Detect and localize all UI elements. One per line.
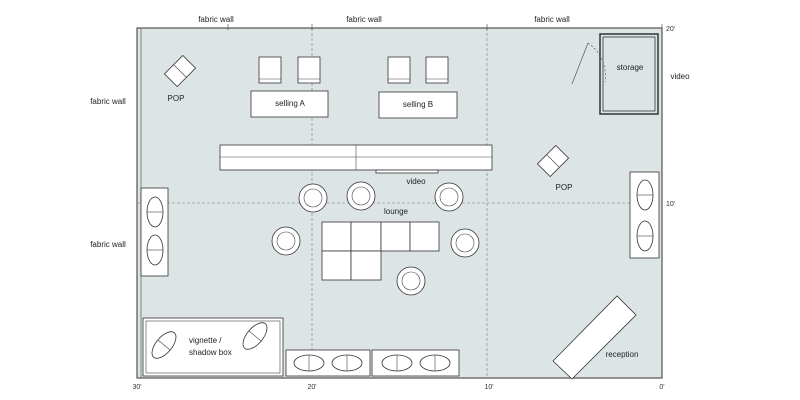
lounge-chair [298,183,328,213]
lounge-chair [396,266,426,296]
selling-b-station: selling B [378,56,458,119]
lounge-chair [434,182,464,212]
lounge-label: lounge [384,207,409,216]
pop-display-2 [536,144,570,178]
scale-bottom-0: 0' [659,384,664,391]
lounge-sofa [321,221,440,281]
selling-a-label: selling A [275,99,305,108]
reception-desk: reception [552,295,639,380]
selling-b-label: selling B [403,100,433,109]
video-label-right: video [670,72,690,81]
fabric-wall-label-top-3: fabric wall [534,15,570,24]
lounge-chair [271,226,301,256]
vignette-label-line2: shadow box [189,348,232,357]
vignette-shadow-box: vignette / shadow box [142,317,284,377]
scale-right-20: 20' [666,26,675,33]
lounge-chair [450,228,480,258]
scale-right-10: 10' [666,201,675,208]
top-ticks [227,24,663,30]
video-wall: video [219,144,493,186]
fabric-wall-label-left-1: fabric wall [90,97,126,106]
video-label-center: video [406,177,426,186]
reception-label: reception [606,350,639,359]
scale-bottom-20: 20' [307,384,316,391]
lounge-chair [346,181,376,211]
fabric-wall-label-top-1: fabric wall [198,15,234,24]
left-wall-display [140,187,169,277]
pop-label-1: POP [168,94,185,103]
right-wall-display [629,171,660,259]
scale-bottom-30: 30' [132,384,141,391]
pop-display-1 [163,54,197,88]
bottom-display-case-2 [371,349,460,377]
bottom-display-case-1 [285,349,371,377]
vignette-label-line1: vignette / [189,336,222,345]
lounge-area: lounge [271,181,480,296]
selling-a-station: selling A [250,56,329,118]
storage-room: storage [571,33,659,115]
pop-label-2: POP [556,183,573,192]
scale-bottom-10: 10' [484,384,493,391]
fabric-wall-label-left-2: fabric wall [90,240,126,249]
storage-label: storage [617,63,644,72]
fabric-wall-label-top-2: fabric wall [346,15,382,24]
